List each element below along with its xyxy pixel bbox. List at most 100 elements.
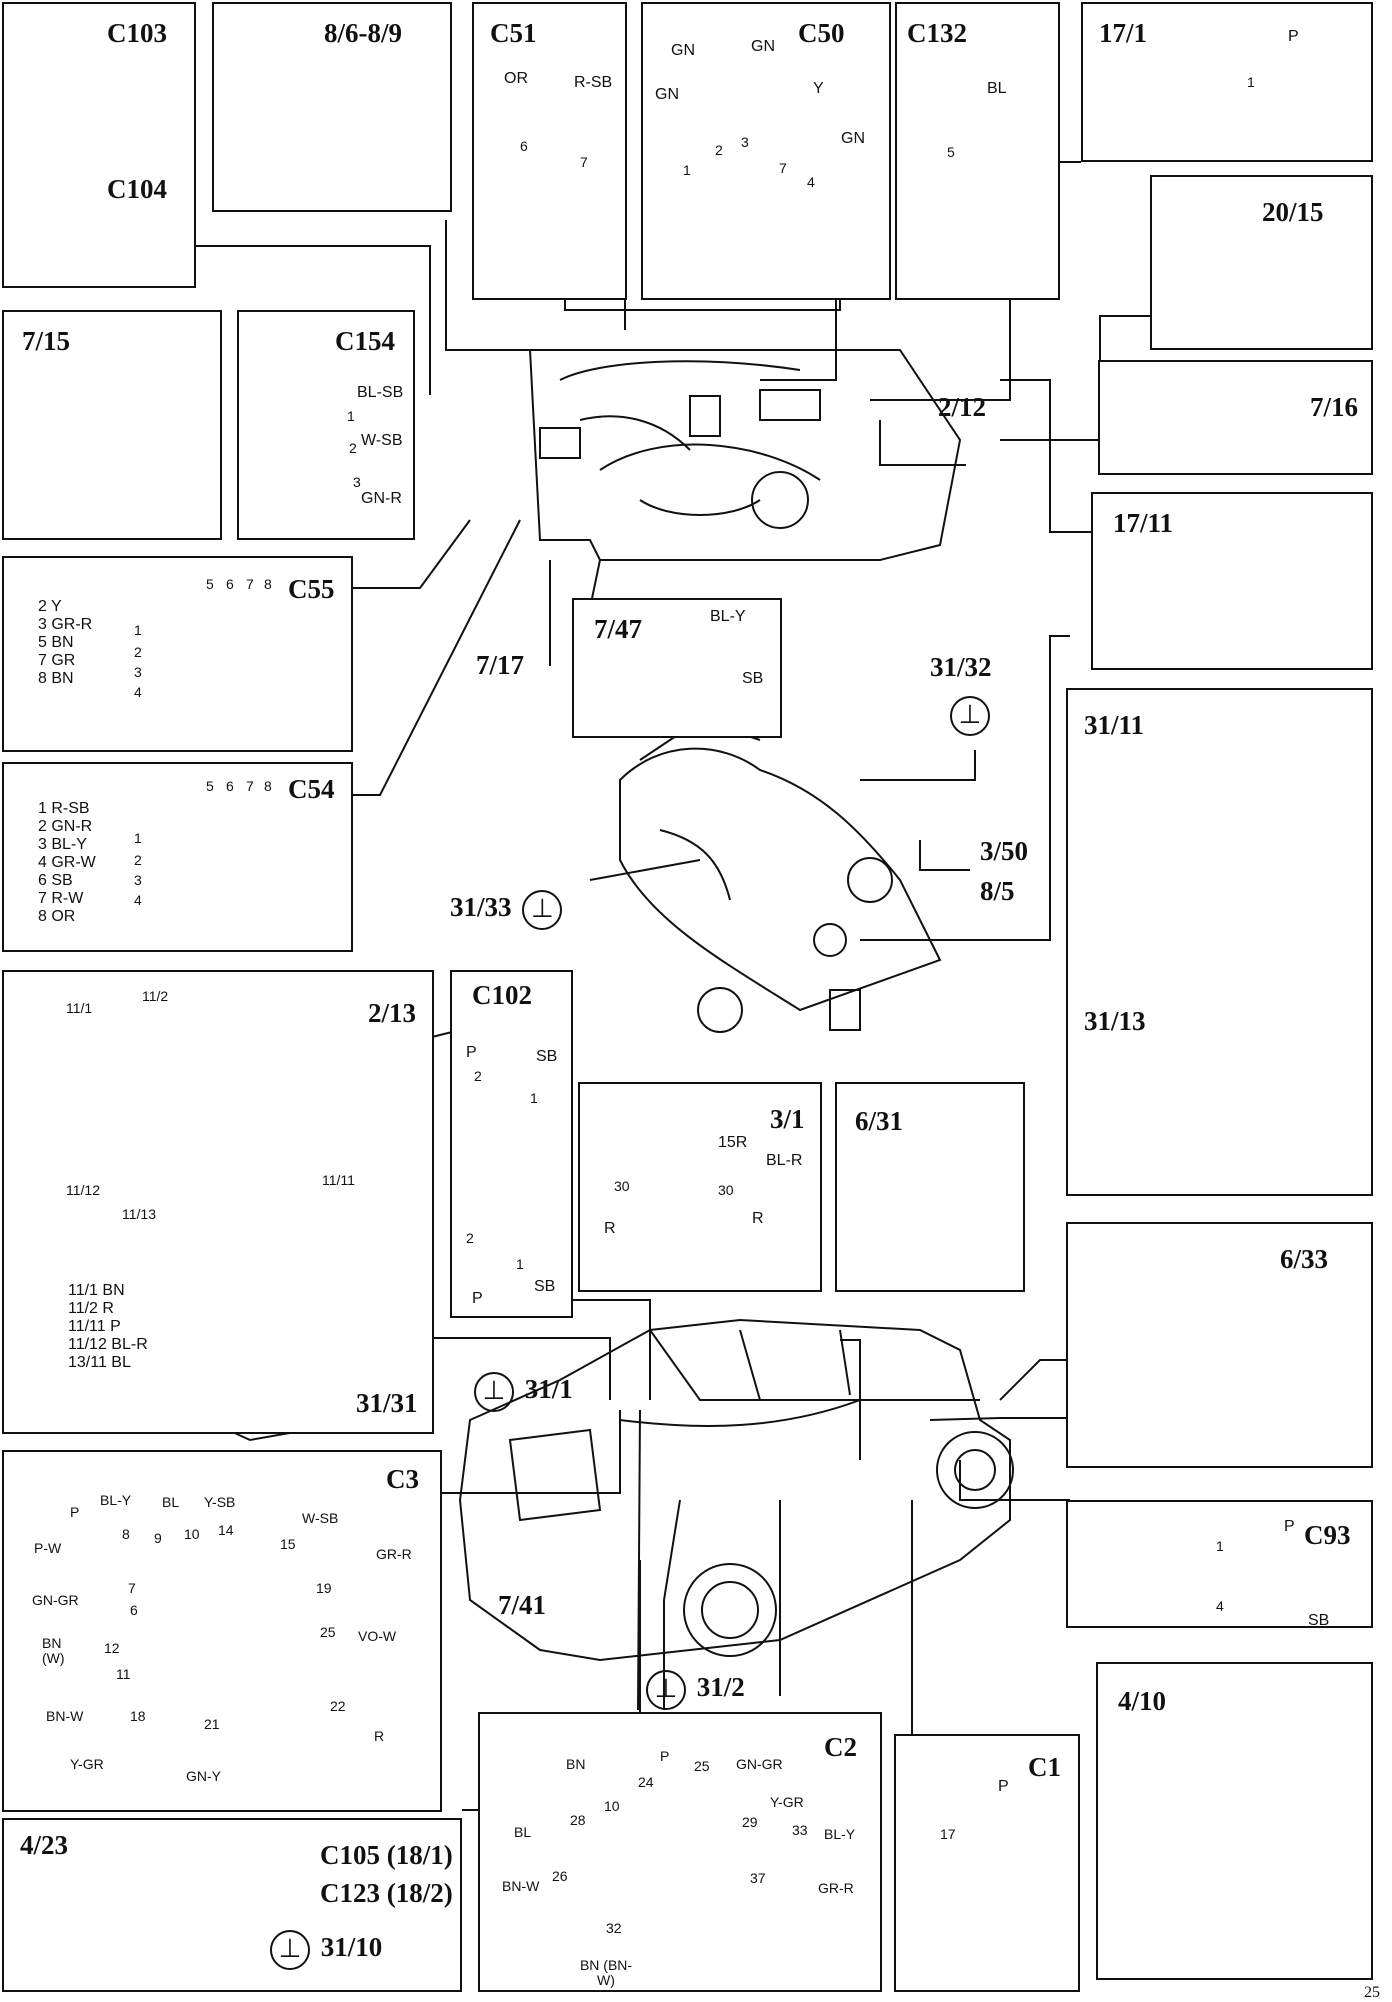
panel-7-16: 7/16 — [1098, 360, 1373, 475]
c55-pin-7: 7 — [246, 576, 254, 592]
part-7-47-wire-sb: SB — [742, 670, 764, 687]
ground-31-33: 31/33 ⊥ — [450, 890, 566, 930]
c2-wire-bn-w: BN-W — [502, 1878, 540, 1894]
part-3-1-pin-30-left: 30 — [614, 1178, 630, 1194]
part-17-1-pin-1: 1 — [1247, 74, 1255, 90]
panel-c2: C2 BN P GN-GR Y-GR BL BL-Y BN-W GR-R BN … — [478, 1712, 882, 1992]
panel-4-23: 4/23 C105 (18/1) C123 (18/2) ⊥ 31/10 — [2, 1818, 462, 1992]
connector-c3-title: C3 — [386, 1464, 419, 1494]
panel-c50: C50 GN GN GN Y GN 1 2 3 7 4 — [641, 2, 891, 300]
part-2-13-title: 2/13 — [368, 998, 417, 1028]
c2-pin-24: 24 — [638, 1774, 654, 1790]
part-17-1-title: 17/1 — [1099, 18, 1148, 48]
part-17-11-title: 17/11 — [1113, 508, 1174, 538]
part-3-1-title: 3/1 — [770, 1104, 805, 1134]
ground-31-10: ⊥ 31/10 — [266, 1930, 382, 1970]
c54-wire-item: 3 BL-Y — [38, 836, 87, 853]
c3-wire-gr-r: GR-R — [376, 1546, 412, 1562]
c51-wire-r-sb: R-SB — [574, 74, 613, 91]
c3-wire-r: R — [374, 1728, 385, 1744]
panel-31-11-31-13: 31/11 31/13 — [1066, 688, 1373, 1196]
part-7-17-label: 7/17 — [476, 650, 525, 680]
ground-symbol-icon: ⊥ — [522, 890, 563, 930]
relay-wire-item: 11/11 P — [68, 1318, 121, 1335]
panel-c55: C55 2 Y 3 GR-R 5 BN 7 GR 8 BN 5 6 7 8 1 … — [2, 556, 353, 752]
c54-wire-item: 2 GN-R — [38, 818, 93, 835]
ground-31-1-label: 31/1 — [524, 1374, 573, 1405]
c54-wire-item: 6 SB — [38, 872, 73, 889]
ground-31-11-title: 31/11 — [1084, 710, 1145, 740]
c54-wire-item: 7 R-W — [38, 890, 84, 907]
c154-wire-bl-sb: BL-SB — [357, 384, 404, 401]
c3-pin-22: 22 — [330, 1698, 346, 1714]
c3-pin-12: 12 — [104, 1640, 120, 1656]
part-7-41-label: 7/41 — [498, 1590, 547, 1620]
relay-label-11-12: 11/12 — [66, 1182, 100, 1198]
c3-pin-15: 15 — [280, 1536, 296, 1552]
ground-31-31-title: 31/31 — [356, 1388, 418, 1418]
part-3-50-label: 3/50 — [980, 836, 1029, 866]
connector-c54-title: C54 — [288, 774, 335, 804]
c154-pin-3: 3 — [353, 474, 361, 490]
panel-injectors: 8/6-8/9 — [212, 2, 452, 212]
c154-pin-1: 1 — [347, 408, 355, 424]
ground-31-13-title: 31/13 — [1084, 1006, 1146, 1036]
c50-wire-gn-4: GN — [841, 130, 865, 147]
c50-pin-1: 1 — [683, 162, 691, 178]
c2-pin-28: 28 — [570, 1812, 586, 1828]
panel-c54: C54 1 R-SB 2 GN-R 3 BL-Y 4 GR-W 6 SB 7 R… — [2, 762, 353, 952]
c154-wire-w-sb: W-SB — [361, 432, 403, 449]
c3-wire-y-sb: Y-SB — [204, 1494, 236, 1510]
c50-wire-gn-2: GN — [751, 38, 775, 55]
c2-pin-25: 25 — [694, 1758, 710, 1774]
panel-c102: C102 P SB 2 1 2 1 P SB — [450, 970, 573, 1318]
c3-pin-18: 18 — [130, 1708, 146, 1724]
part-6-31-title: 6/31 — [855, 1106, 904, 1136]
c3-wire-bn-w: BN-W — [46, 1708, 84, 1724]
c55-pin-4: 4 — [134, 684, 142, 700]
panel-c154: C154 BL-SB W-SB GN-R 1 2 3 — [237, 310, 415, 540]
relay-label-11-1: 11/1 — [66, 1000, 93, 1016]
c3-wire-gn-gr: GN-GR — [32, 1592, 79, 1608]
c50-pin-3: 3 — [741, 134, 749, 150]
c2-pin-26: 26 — [552, 1868, 568, 1884]
panel-c103-c104: C103 C104 — [2, 2, 196, 288]
c102-pin-1-bottom: 1 — [516, 1256, 524, 1272]
c54-pin-5: 5 — [206, 778, 214, 794]
c154-pin-2: 2 — [349, 440, 357, 456]
c50-pin-2: 2 — [715, 142, 723, 158]
c93-pin-4: 4 — [1216, 1598, 1224, 1614]
c2-wire-gn-gr: GN-GR — [736, 1756, 783, 1772]
panel-relay-fusebox: 2/13 11/1 11/2 11/12 11/13 11/11 11/1 BN… — [2, 970, 434, 1434]
panel-c93: C93 P SB 1 4 — [1066, 1500, 1373, 1629]
c54-wire-item: 4 GR-W — [38, 854, 96, 871]
panel-6-33: 6/33 — [1066, 1222, 1373, 1468]
c102-pin-2-top: 2 — [474, 1068, 482, 1084]
c102-wire-sb-bottom: SB — [534, 1278, 556, 1295]
ground-symbol-icon: ⊥ — [270, 1930, 310, 1970]
connector-c102-title: C102 — [472, 980, 532, 1010]
c51-pin-6: 6 — [520, 138, 528, 154]
ground-31-32-label: 31/32 — [930, 652, 992, 682]
c93-wire-p: P — [1284, 1518, 1295, 1535]
c54-wire-list: 1 R-SB 2 GN-R 3 BL-Y 4 GR-W 6 SB 7 R-W 8… — [38, 800, 96, 926]
c93-pin-1: 1 — [1216, 1538, 1224, 1554]
c102-wire-p-bottom: P — [472, 1290, 483, 1307]
c3-pin-6: 6 — [130, 1602, 138, 1618]
c102-pin-1-top: 1 — [530, 1090, 538, 1106]
c2-pin-33: 33 — [792, 1822, 808, 1838]
part-7-15-title: 7/15 — [22, 326, 71, 356]
injectors-title: 8/6-8/9 — [324, 18, 402, 48]
c50-wire-gn-1: GN — [671, 42, 695, 59]
ground-symbol-icon: ⊥ — [646, 1670, 686, 1710]
c54-pin-4: 4 — [134, 892, 142, 908]
c132-pin-5: 5 — [947, 144, 955, 160]
c50-pin-7: 7 — [779, 160, 787, 176]
c3-wire-p-w: P-W — [34, 1540, 62, 1556]
c55-pin-1: 1 — [134, 622, 142, 638]
c55-wire-list: 2 Y 3 GR-R 5 BN 7 GR 8 BN — [38, 598, 92, 688]
ground-symbol-icon: ⊥ — [950, 696, 990, 736]
c3-pin-21: 21 — [204, 1716, 220, 1732]
c102-wire-p-top: P — [466, 1044, 477, 1061]
ground-31-2-label: 31/2 — [696, 1672, 745, 1703]
